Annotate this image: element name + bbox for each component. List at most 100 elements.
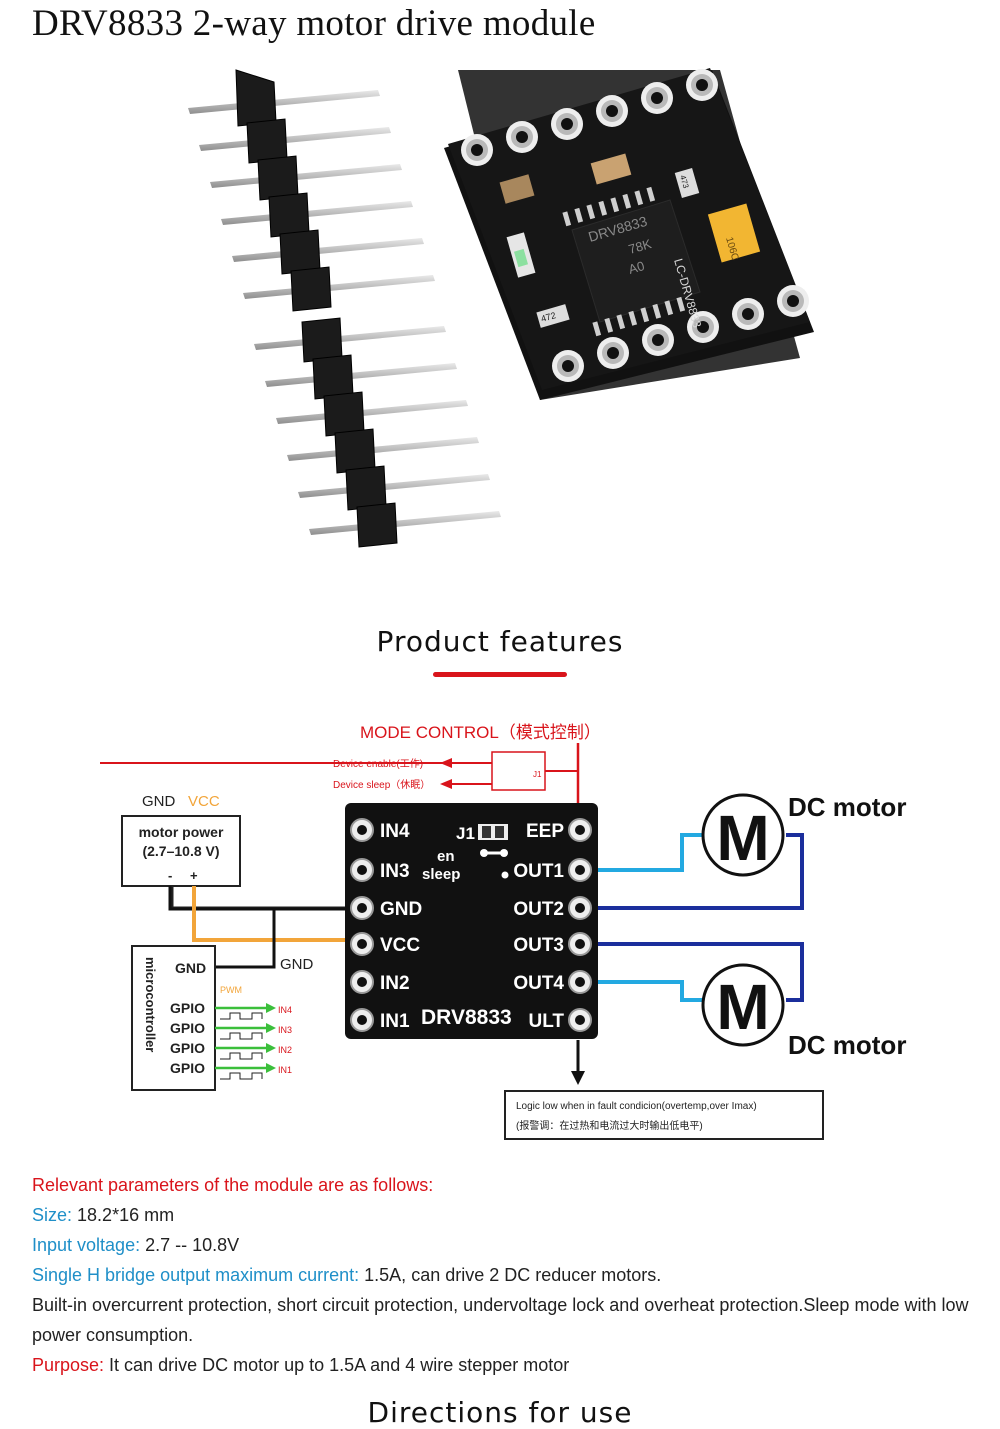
jumper-box: [491, 751, 546, 791]
board-sleep-label: sleep: [422, 866, 460, 883]
capacitor: [499, 174, 535, 204]
board-pin-right-label: OUT4: [513, 973, 564, 994]
microcontroller-box: [131, 945, 216, 1091]
motor-power-label: motor power: [139, 824, 224, 840]
header-pin: [221, 201, 413, 225]
header-plastic: [279, 229, 321, 275]
board-pin-right-label: EEP: [526, 821, 564, 842]
drv8833-board: [345, 803, 598, 1039]
header-plastic: [235, 69, 277, 127]
gpio-label: GPIO: [170, 1040, 205, 1056]
gpio-in-label: IN4: [278, 1005, 292, 1015]
chip-leg: [616, 314, 626, 330]
header-pin: [232, 238, 424, 262]
chip-leg: [610, 197, 620, 213]
chip-leg: [664, 300, 674, 316]
param-current-label: Single H bridge output maximum current:: [32, 1265, 360, 1285]
resistor-bottom: [536, 304, 570, 328]
chip-leg: [586, 204, 596, 220]
header-plastic: [312, 354, 354, 400]
param-size: Size: 18.2*16 mm: [32, 1200, 982, 1230]
param-purpose-value: It can drive DC motor up to 1.5A and 4 w…: [104, 1355, 570, 1375]
chip-leg: [562, 211, 572, 227]
product-photo: DRV8833 78K A0 106C 473 472 LC-DRV8833: [188, 68, 814, 548]
header-pin: [210, 164, 402, 188]
pwm-wave: [220, 1052, 263, 1060]
board-pin-left-label: IN3: [380, 861, 410, 882]
resistor-bottom-label: 472: [540, 310, 557, 324]
chip-leg: [598, 200, 608, 216]
header-pin: [243, 275, 435, 299]
features-heading: Product features: [376, 625, 624, 658]
gnd-top-label: GND: [142, 793, 176, 810]
header-pin: [287, 437, 479, 461]
fault-arrow: [571, 1071, 585, 1085]
device-sleep-label: Device sleep（休眠）: [333, 779, 430, 791]
microcontroller-label: microcontroller: [143, 957, 158, 1052]
resistor-top-label: 473: [678, 174, 690, 190]
board-name-label: DRV8833: [421, 1006, 512, 1029]
board-pin-right-label: OUT1: [513, 861, 564, 882]
led-lens: [513, 248, 529, 268]
chip-marking-3: A0: [627, 258, 646, 277]
header-pin: [309, 511, 501, 535]
directions-heading: Directions for use: [367, 1396, 633, 1429]
pwm-wave: [220, 1072, 263, 1080]
header-pin: [265, 363, 457, 387]
header-plastic: [356, 502, 398, 548]
chip-leg: [622, 193, 632, 209]
param-size-value: 18.2*16 mm: [72, 1205, 175, 1225]
chip-leg: [646, 186, 656, 202]
param-voltage-value: 2.7 -- 10.8V: [140, 1235, 240, 1255]
chip-leg: [604, 317, 614, 333]
board-j1-label: J1: [456, 824, 475, 843]
vcc-top-label: VCC: [188, 793, 220, 810]
chip-leg: [640, 307, 650, 323]
gpio-in-label: IN3: [278, 1025, 292, 1035]
chip-leg: [676, 296, 686, 312]
header-plastic: [323, 391, 365, 437]
board-en-label: en: [437, 848, 455, 865]
dc-motor-top-label: DC motor: [788, 792, 906, 822]
out4-wire: [598, 980, 710, 1002]
param-current-value: 1.5A, can drive 2 DC reducer motors.: [359, 1265, 662, 1285]
board-pin-right-label: ULT: [528, 1011, 564, 1032]
gpio-label: GPIO: [170, 1020, 205, 1036]
motor-power-range: (2.7–10.8 V): [142, 843, 219, 859]
header-pin: [298, 474, 490, 498]
param-purpose: Purpose: It can drive DC motor up to 1.5…: [32, 1350, 982, 1380]
pwm-wave: [220, 1032, 263, 1040]
dc-motor-top: [701, 793, 785, 877]
gpio-in-label: IN1: [278, 1065, 292, 1075]
param-size-label: Size:: [32, 1205, 73, 1225]
dc-motor-bottom-label: DC motor: [788, 1030, 906, 1060]
drv8833-board-photo: DRV8833 78K A0 106C 473 472 LC-DRV8833: [444, 68, 814, 400]
fault-line-1: Logic low when in fault condicion(overte…: [516, 1101, 757, 1112]
dc-motor-bottom: [701, 963, 785, 1047]
out3-wire: [598, 942, 804, 1002]
header-pin: [254, 326, 446, 350]
out1-wire: [598, 833, 710, 872]
gpio-label: GPIO: [170, 1000, 205, 1016]
chip-leg: [634, 190, 644, 206]
tantalum-capacitor: [707, 203, 761, 263]
header-plastic: [290, 266, 332, 312]
header-plastic: [246, 118, 288, 164]
pin-header: [188, 69, 501, 548]
board-pin-right-label: OUT3: [513, 935, 564, 956]
gnd-wire: [168, 886, 345, 911]
chip-marking-2: 78K: [627, 236, 654, 257]
param-voltage-label: Input voltage:: [32, 1235, 141, 1255]
vcc-wire: [192, 886, 345, 942]
board-pin-left-label: IN2: [380, 973, 410, 994]
gpio-in-label: IN2: [278, 1045, 292, 1055]
header-pin: [276, 400, 468, 424]
param-voltage: Input voltage: 2.7 -- 10.8V: [32, 1230, 982, 1260]
plus-terminal: +: [190, 868, 198, 883]
chip-leg: [592, 321, 602, 337]
header-pin: [188, 90, 380, 114]
gpio-label: GPIO: [170, 1060, 205, 1076]
page-title: DRV8833 2-way motor drive module: [32, 3, 596, 44]
fault-line-2: (报警调：在过热和电流过大时输出低电平): [516, 1119, 703, 1132]
chip-leg: [574, 207, 584, 223]
